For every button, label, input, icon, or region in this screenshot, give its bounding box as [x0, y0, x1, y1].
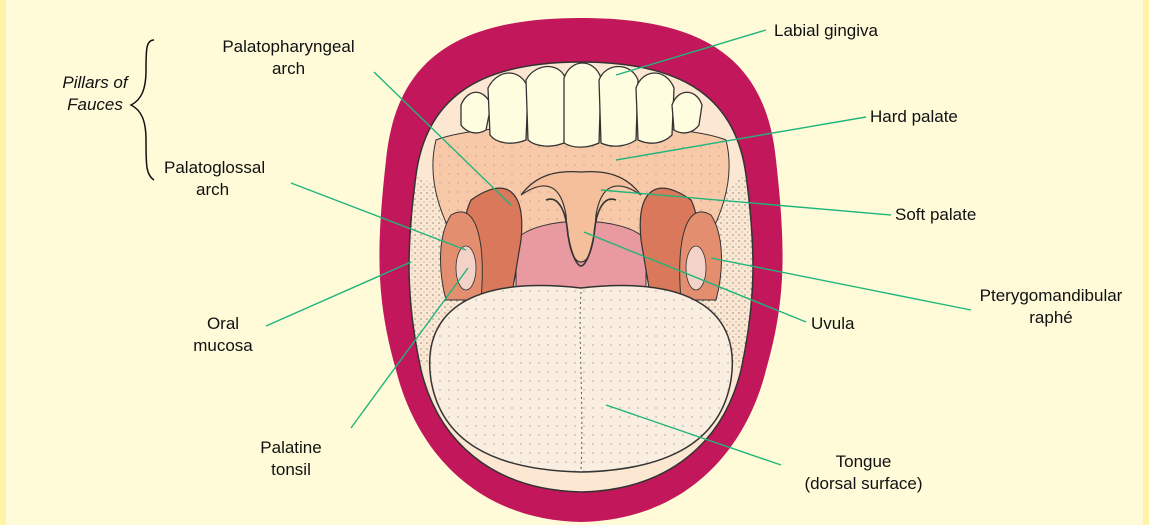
palatopharyngeal-arch-label: Palatopharyngeal arch	[211, 36, 366, 80]
uvula-label: Uvula	[811, 313, 854, 335]
tongue-label: Tongue (dorsal surface)	[776, 451, 951, 495]
palatoglossal-arch-label: Palatoglossal arch	[164, 157, 265, 201]
hard-palate-label: Hard palate	[870, 106, 958, 128]
palatine-tonsil-label: Palatine tonsil	[246, 437, 336, 481]
pterygomandibular-raphe-label: Pterygomandibular raphé	[971, 285, 1131, 329]
labial-gingiva-label: Labial gingiva	[774, 20, 878, 42]
pillars-of-fauces-label: Pillars of Fauces	[50, 72, 140, 116]
soft-palate-label: Soft palate	[895, 204, 976, 226]
mouth-illustration	[6, 0, 1149, 525]
oral-mucosa-label: Oral mucosa	[178, 313, 268, 357]
palatine-tonsil-left	[456, 246, 476, 290]
palatine-tonsil-right	[686, 246, 706, 290]
